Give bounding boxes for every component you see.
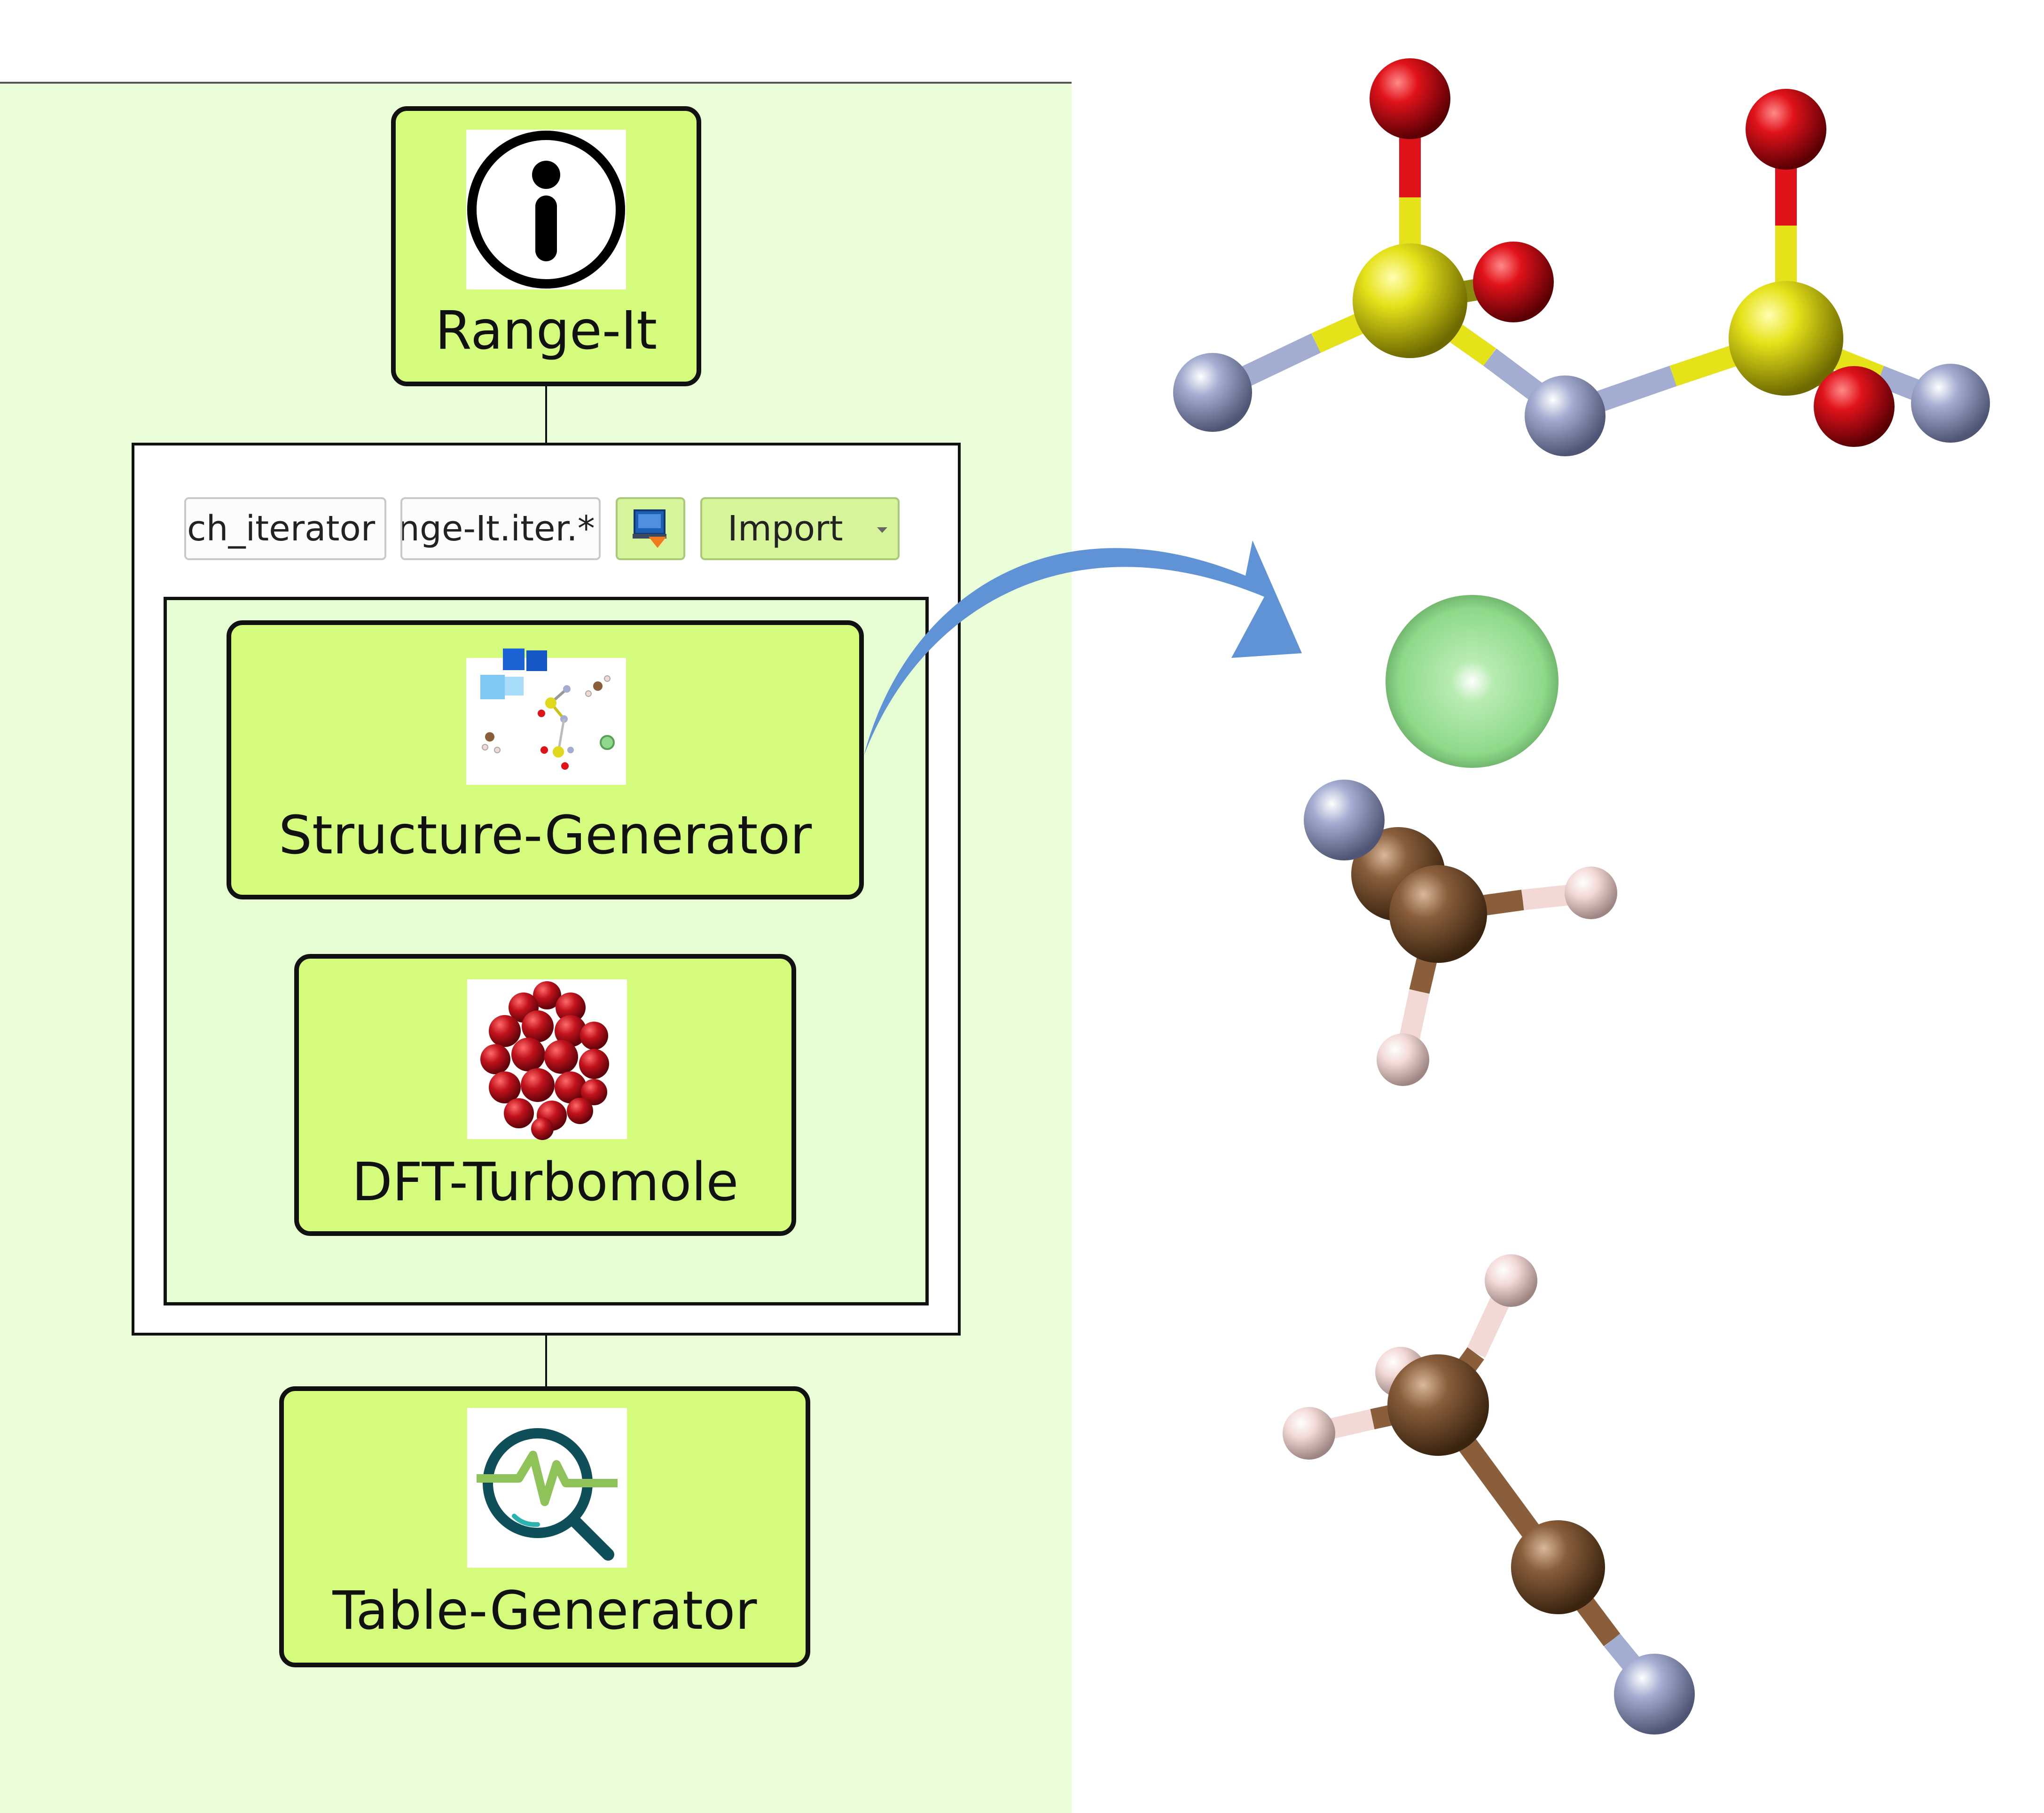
molecule-puzzle-icon (480, 649, 615, 770)
top-divider (0, 82, 1072, 84)
structure-generator-label: Structure-Generator (278, 805, 812, 866)
node-table-generator[interactable]: Table-Generator (279, 1386, 810, 1667)
iterator-pattern-text: nge-It.iter.* (400, 508, 595, 549)
chevron-down-icon (877, 527, 887, 533)
connector-rangeit-loop (545, 384, 547, 445)
structure-generator-thumbnail (466, 649, 626, 785)
node-range-it[interactable]: Range-It (391, 106, 701, 386)
table-generator-thumbnail (467, 1408, 627, 1568)
node-dft-turbomole[interactable]: DFT-Turbomole (294, 954, 796, 1236)
import-label: Import (728, 508, 843, 549)
range-it-thumbnail (466, 130, 626, 289)
iterator-name-text: ch_iterator (187, 508, 376, 549)
export-button[interactable] (616, 497, 685, 560)
monitor-download-icon (633, 509, 666, 548)
info-icon (467, 131, 625, 289)
import-dropdown[interactable]: Import (700, 497, 900, 560)
iterator-name-field[interactable]: ch_iterator (184, 497, 386, 560)
table-generator-label: Table-Generator (332, 1580, 757, 1641)
iterator-pattern-field[interactable]: nge-It.iter.* (400, 497, 601, 560)
range-it-label: Range-It (435, 300, 658, 361)
connector-loop-table (545, 1335, 547, 1390)
red-cluster-icon (480, 981, 609, 1140)
node-structure-generator[interactable]: Structure-Generator (227, 620, 864, 899)
dft-turbomole-thumbnail (467, 979, 627, 1140)
dft-turbomole-label: DFT-Turbomole (352, 1152, 739, 1213)
search-chart-icon (477, 1428, 618, 1561)
